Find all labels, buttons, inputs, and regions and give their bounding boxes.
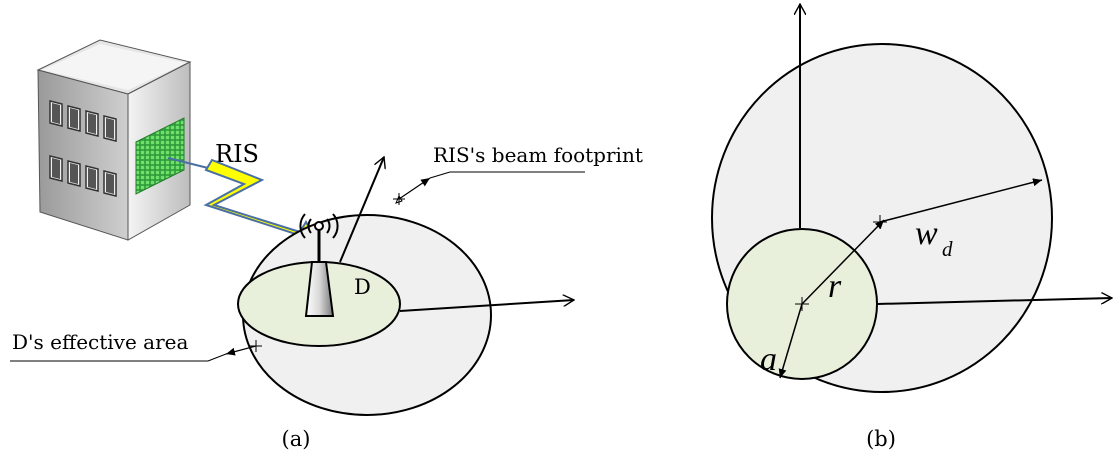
- beam-footprint-label: RIS's beam footprint: [433, 143, 643, 167]
- label-w: w: [915, 215, 938, 252]
- effective-area-callout: [10, 340, 262, 362]
- r-arrow: [801, 219, 885, 305]
- ris-panel: [135, 117, 185, 195]
- panel-a: RIS D RIS's beam: [10, 39, 643, 451]
- ris-signal-line: [167, 157, 213, 170]
- label-a: a: [760, 341, 777, 378]
- effective-area-label: D's effective area: [12, 330, 188, 354]
- device-label: D: [354, 275, 371, 299]
- axis-z-a: [339, 157, 384, 263]
- axis-x-a: [399, 300, 574, 312]
- building-icon: [36, 39, 192, 241]
- label-r: r: [828, 268, 842, 305]
- beam-footprint-callout: [393, 171, 585, 205]
- lightning-icon: [203, 158, 316, 245]
- a-arrow: [778, 303, 803, 379]
- caption-a: (a): [282, 427, 311, 451]
- label-w-subscript: d: [942, 237, 953, 261]
- antenna-icon: [299, 213, 339, 317]
- wd-arrow: [879, 178, 1043, 223]
- caption-b: (b): [866, 427, 896, 451]
- axis-x-b: [876, 298, 1112, 305]
- panel-b: r a w d (b): [711, 4, 1112, 451]
